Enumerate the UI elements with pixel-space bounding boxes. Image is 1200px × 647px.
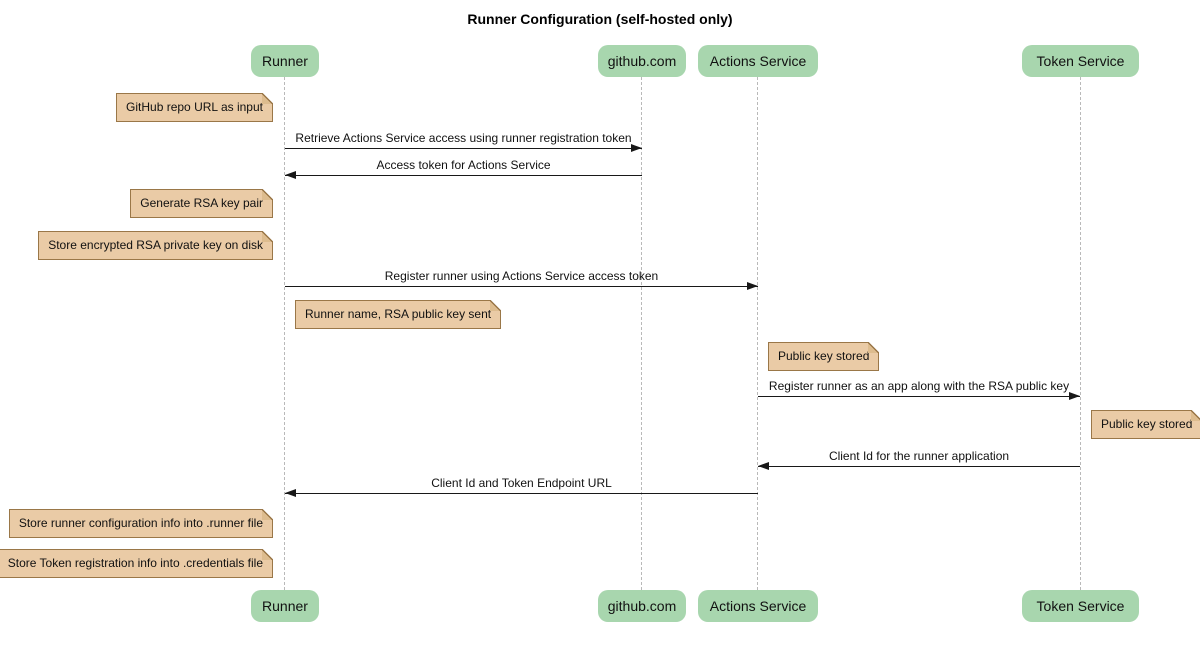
message-4-line — [758, 396, 1080, 398]
note-text: GitHub repo URL as input — [126, 100, 263, 114]
note-text: Store encrypted RSA private key on disk — [48, 238, 263, 252]
lifeline-actions-service — [757, 77, 758, 590]
participant-token-service-top: Token Service — [1022, 45, 1139, 77]
message-4-label: Register runner as an app along with the… — [768, 379, 1070, 393]
note-fold-icon — [262, 189, 273, 200]
note-fold-icon — [262, 93, 273, 104]
note-fold-icon — [262, 509, 273, 520]
arrowhead-left-icon — [758, 462, 769, 470]
note-fold-icon — [868, 342, 880, 353]
lifeline-token-service — [1080, 77, 1081, 590]
message-5-label: Client Id for the runner application — [828, 449, 1010, 463]
message-1-label: Retrieve Actions Service access using ru… — [295, 131, 632, 145]
note-fold-icon — [262, 549, 273, 560]
note-text: Runner name, RSA public key sent — [305, 307, 492, 321]
arrowhead-right-icon — [1069, 392, 1080, 400]
participant-github-top: github.com — [598, 45, 686, 77]
note-text: Public key stored — [778, 349, 870, 363]
participant-runner-bottom: Runner — [251, 590, 319, 622]
note-runner-name-public-key: Runner name, RSA public key sent — [295, 300, 502, 329]
note-text: Store runner configuration info into .ru… — [18, 516, 263, 530]
participant-token-service-bottom: Token Service — [1022, 590, 1139, 622]
note-github-repo-url: GitHub repo URL as input — [116, 93, 273, 122]
participant-actions-service-bottom: Actions Service — [698, 590, 818, 622]
message-1-line — [285, 148, 642, 150]
lifeline-github — [641, 77, 642, 590]
lifeline-runner — [284, 77, 285, 590]
message-2-label: Access token for Actions Service — [376, 158, 551, 172]
message-6-label: Client Id and Token Endpoint URL — [431, 476, 612, 490]
participant-actions-service-top: Actions Service — [698, 45, 818, 77]
note-generate-rsa-key-pair: Generate RSA key pair — [130, 189, 273, 218]
arrowhead-right-icon — [631, 144, 642, 152]
arrowhead-left-icon — [285, 171, 296, 179]
diagram-title: Runner Configuration (self-hosted only) — [467, 11, 733, 27]
note-store-token-registration: Store Token registration info into .cred… — [0, 549, 273, 578]
arrowhead-left-icon — [285, 489, 296, 497]
note-text: Public key stored — [1101, 417, 1193, 431]
note-public-key-stored-token: Public key stored — [1091, 410, 1200, 439]
note-fold-icon — [262, 231, 273, 242]
message-6-line — [285, 493, 758, 495]
message-5-line — [758, 466, 1080, 468]
message-3-label: Register runner using Actions Service ac… — [384, 269, 659, 283]
note-fold-icon — [1191, 410, 1200, 421]
note-fold-icon — [490, 300, 502, 311]
note-text: Store Token registration info into .cred… — [7, 556, 263, 570]
message-2-line — [285, 175, 642, 177]
participant-runner-top: Runner — [251, 45, 319, 77]
message-3-line — [285, 286, 758, 288]
note-store-runner-config: Store runner configuration info into .ru… — [8, 509, 273, 538]
arrowhead-right-icon — [747, 282, 758, 290]
note-public-key-stored-actions: Public key stored — [768, 342, 880, 371]
note-store-encrypted-rsa-key: Store encrypted RSA private key on disk — [38, 231, 273, 260]
note-text: Generate RSA key pair — [140, 196, 263, 210]
participant-github-bottom: github.com — [598, 590, 686, 622]
